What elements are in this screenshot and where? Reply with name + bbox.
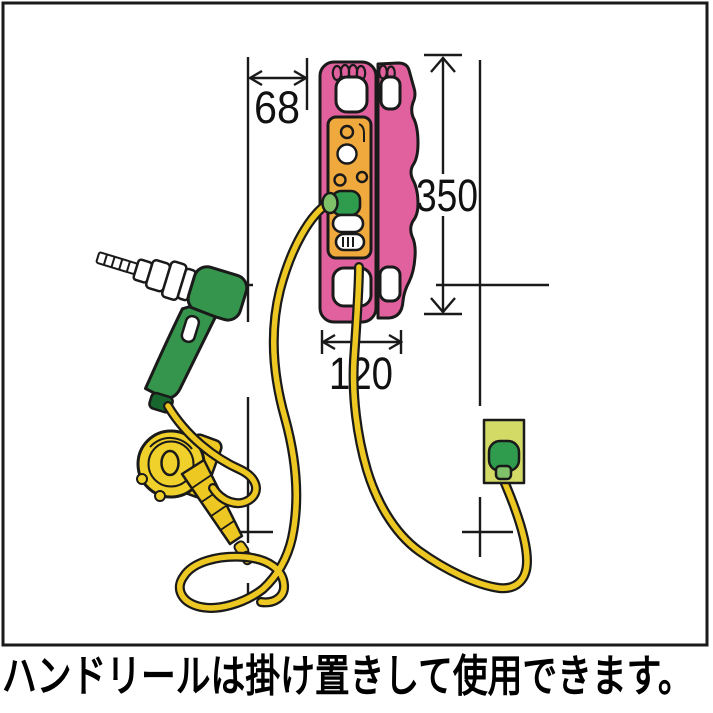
dim-350-arrow-top: [430, 56, 456, 73]
outlet-plug-collar: [494, 464, 513, 481]
panel-ribbed-socket: [334, 232, 366, 252]
coil-ring: [147, 440, 195, 488]
wall-outlet: [482, 418, 526, 485]
dimension-lines: [197, 53, 549, 594]
hand-reel: [318, 60, 420, 324]
figure-caption: ハンドリールは掛け置きして使用できます。: [2, 652, 693, 701]
reel-bracket-hole-bottom: [378, 265, 402, 303]
dim-68-arrow-left: [247, 69, 263, 87]
plug-grip-taper: [180, 458, 254, 566]
dim-68-label: 68: [254, 82, 300, 133]
coil-center-plug: [160, 449, 180, 477]
coil-arc: [149, 436, 193, 450]
electric-drill: [95, 251, 249, 414]
drill-trigger: [180, 314, 201, 344]
reel-handle-hole: [334, 75, 369, 114]
dim-120-label: 120: [329, 348, 393, 399]
dim-350-label: 350: [416, 170, 478, 221]
dim-350-arrow-bottom: [430, 297, 456, 314]
panel-inset-line: [358, 123, 365, 142]
reel-bottom-hole: [331, 266, 373, 308]
holder-tab-bottom: [154, 490, 166, 502]
panel-screw-hole: [339, 124, 355, 140]
reel-bracket: [376, 61, 420, 320]
power-cords: [163, 197, 533, 613]
panel-pilot-hole-left: [333, 173, 347, 187]
tap-plug-cap: [321, 191, 339, 215]
cord-reel-to-outlet: [348, 262, 533, 594]
holder-tab-left: [136, 473, 148, 485]
figure-canvas: 68 350 120: [1, 1, 709, 647]
reel-bracket-hole-top: [379, 75, 402, 111]
panel-keyhole: [336, 143, 358, 165]
cord-drill-to-holder: [163, 401, 261, 509]
hanging-plug-holder: [136, 429, 254, 566]
cord-tap-to-holder: [174, 197, 335, 613]
panel-pilot-hole-right: [355, 170, 369, 184]
illustration-frame: 68 350 120: [1, 1, 709, 647]
panel-socket-free: [331, 213, 365, 234]
